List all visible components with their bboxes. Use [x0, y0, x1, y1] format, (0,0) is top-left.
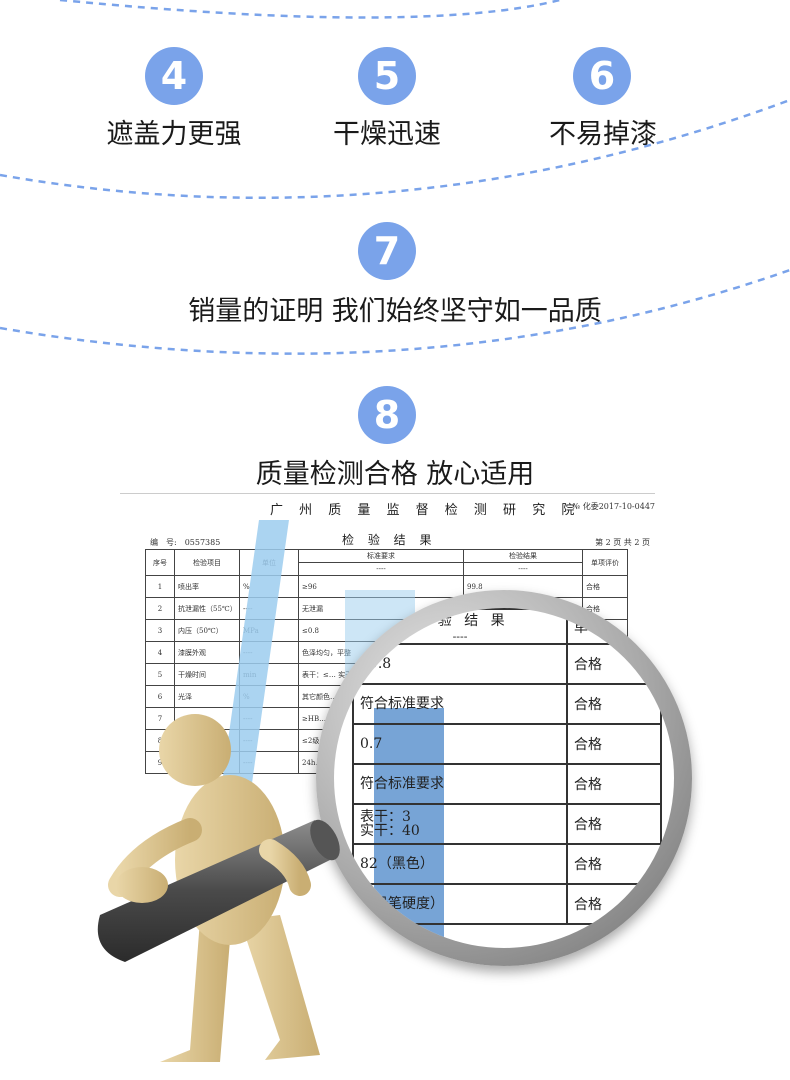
magnified-eval: 合格	[566, 723, 662, 765]
magnified-eval: 合格	[566, 803, 662, 845]
magnified-result: 82（黑色）	[352, 843, 568, 885]
report-heading: 检 验 结 果	[342, 533, 437, 547]
report-institute: 广 州 质 量 监 督 检 测 研 究 院	[270, 503, 581, 518]
table-cell-item: 漆膜外观	[174, 641, 240, 664]
col-subheader: ----	[298, 562, 464, 576]
table-cell-no: 1	[145, 575, 175, 598]
table-cell-no: 5	[145, 663, 175, 686]
table-cell-item: 内压（50℃）	[174, 619, 240, 642]
magnified-row: 符合标准要求合格	[352, 763, 662, 805]
magnified-result: 99.8	[352, 643, 568, 685]
table-cell-no: 2	[145, 597, 175, 620]
col-header: 单项评价	[582, 549, 628, 576]
report-page: 第 2 页 共 2 页	[595, 538, 650, 547]
magnified-row: 82（黑色）合格	[352, 843, 662, 885]
magnified-row: （铅笔硬度）合格	[352, 883, 662, 925]
magnified-result: 表干：3 实干：40	[352, 803, 568, 845]
magnified-eval: 合格	[566, 643, 662, 685]
feature-number-badge-5: 5	[358, 47, 416, 105]
magnifier-handle-and-figure	[97, 714, 340, 1062]
col-header: 检验项目	[174, 549, 240, 576]
feature-text-5: 干燥迅速	[333, 119, 441, 150]
feature-text-4: 遮盖力更强	[106, 119, 242, 150]
report-number: № 化委2017-10-0447	[572, 502, 655, 511]
feature-text-7: 销量的证明 我们始终坚守如一品质	[188, 296, 602, 327]
magnified-eval: 合格	[566, 683, 662, 725]
magnified-eval: 合格	[566, 843, 662, 885]
col-header: 序号	[145, 549, 175, 576]
col-header: 检验结果	[463, 549, 583, 563]
magnified-result: 符合标准要求	[352, 763, 568, 805]
table-cell-no: 4	[145, 641, 175, 664]
feature-number-badge-7: 7	[358, 222, 416, 280]
magnified-result: 0.7	[352, 723, 568, 765]
col-header: 标准要求	[298, 549, 464, 563]
magnified-heading: 检 验 结 果 ----	[352, 608, 568, 645]
magnified-result: 符合标准要求	[352, 683, 568, 725]
magnified-eval: 合格	[566, 883, 662, 925]
table-header-row: 序号 检验项目 单位 标准要求 检验结果 单项评价	[145, 549, 628, 576]
table-cell-item: 干燥时间	[174, 663, 240, 686]
feature-number-badge-4: 4	[145, 47, 203, 105]
magnified-row: 符合标准要求合格	[352, 683, 662, 725]
feature-number-badge-6: 6	[573, 47, 631, 105]
table-cell-eval: 合格	[582, 575, 628, 598]
magnified-result: （铅笔硬度）	[352, 883, 568, 925]
feature-number-badge-8: 8	[358, 386, 416, 444]
magnified-eval-header: 单项	[566, 608, 662, 645]
report-top-rule	[120, 493, 655, 494]
feature-text-6: 不易掉漆	[549, 119, 657, 150]
col-subheader: ----	[463, 562, 583, 576]
feature-text-8: 质量检测合格 放心适用	[255, 459, 535, 490]
report-serial: 编 号: 0557385	[150, 538, 221, 547]
table-cell-item: 抗泄漏性（55℃）	[174, 597, 240, 620]
table-cell-item: 喷出率	[174, 575, 240, 598]
magnified-eval: 合格	[566, 763, 662, 805]
table-cell-no: 3	[145, 619, 175, 642]
